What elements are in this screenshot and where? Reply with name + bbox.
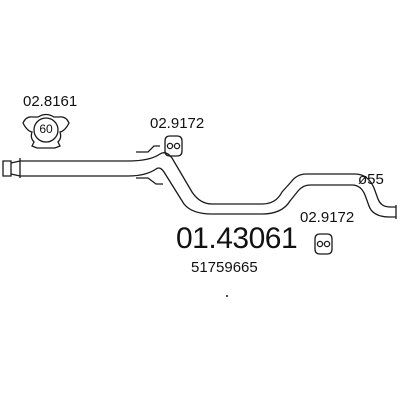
rubber-hanger-lower [314, 233, 333, 255]
pipe-hanger-bracket [136, 145, 163, 185]
clamp-drawing [22, 113, 70, 149]
pipe-inlet-end [2, 158, 21, 178]
clamp-part-number: 02.8161 [23, 93, 78, 110]
main-part-number: 01.43061 [176, 222, 298, 255]
hanger-upper-part-number: 02.9172 [150, 115, 205, 132]
stray-dot [226, 295, 228, 297]
clamp-size-label: 60 [39, 122, 53, 136]
oe-part-number: 51759665 [191, 259, 258, 276]
hanger-lower-part-number: 02.9172 [300, 209, 355, 226]
pipe-diameter-label: ø55 [358, 171, 384, 188]
rubber-hanger-upper [164, 135, 183, 157]
exhaust-pipe [19, 152, 397, 218]
